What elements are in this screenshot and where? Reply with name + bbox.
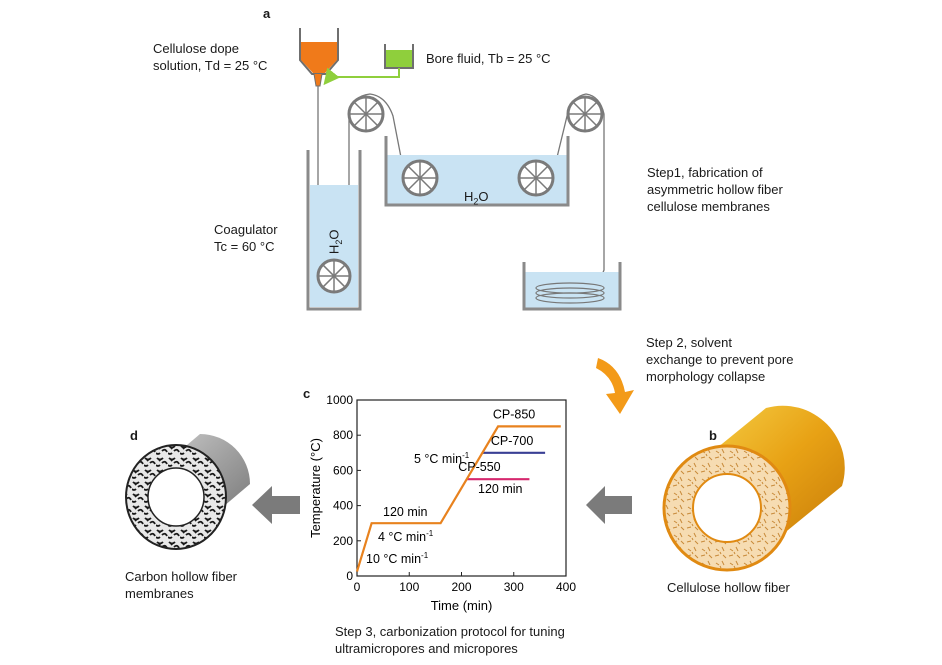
bath1-water-label: H2O [326, 229, 345, 255]
roller-wheel [401, 159, 439, 197]
roller-wheel [347, 95, 385, 133]
panel-a-label: a [263, 6, 271, 21]
carbon-fiber-drawing [125, 434, 250, 550]
arrow-fiber-to-chart [586, 486, 632, 524]
step1-label: Step1, fabrication of asymmetric hollow … [647, 165, 783, 214]
annotation-hold1: 120 min [383, 505, 428, 519]
series-label: CP-700 [491, 434, 533, 448]
step2-label: Step 2, solvent exchange to prevent pore… [646, 335, 794, 384]
bath2-water-label: H2O [464, 189, 489, 207]
y-tick-label: 600 [333, 463, 353, 477]
roller-wheel [517, 159, 555, 197]
step2-arrow [596, 358, 634, 414]
x-tick-label: 0 [354, 580, 361, 594]
panel-d-label: d [130, 428, 138, 443]
panel-c-label: c [303, 386, 311, 401]
annotation-rate1: 10 °C min-1 [366, 551, 429, 566]
x-tick-label: 400 [556, 580, 576, 594]
series-line-cp-850 [355, 425, 561, 572]
coagulator-label: Coagulator Tc = 60 °C [214, 222, 278, 254]
arrow-chart-to-carbon [252, 486, 300, 524]
collecting-bath [522, 262, 622, 311]
series-label: CP-550 [458, 460, 500, 474]
panel-b-label: b [709, 428, 717, 443]
annotation-rate2: 4 °C min-1 [378, 529, 434, 544]
chart-caption: Step 3, carbonization protocol for tunin… [335, 624, 565, 656]
dope-label: Cellulose dope solution, Td = 25 °C [153, 41, 268, 73]
cellulose-fiber-drawing [662, 405, 845, 572]
roller-wheel [566, 95, 604, 133]
x-tick-label: 100 [399, 580, 419, 594]
y-tick-label: 200 [333, 534, 353, 548]
y-tick-label: 800 [333, 428, 353, 442]
annotation-rate3: 5 °C min-1 [414, 451, 470, 466]
annotation-hold2: 120 min [478, 482, 523, 496]
carbon-fiber-label: Carbon hollow fiber membranes [125, 569, 238, 601]
bore-fluid-label: Bore fluid, Tb = 25 °C [426, 51, 551, 66]
y-tick-label: 0 [346, 569, 353, 583]
roller-wheel [316, 258, 352, 294]
x-tick-label: 300 [504, 580, 524, 594]
y-tick-label: 400 [333, 499, 353, 513]
bore-fluid-vessel [323, 44, 414, 86]
y-tick-label: 1000 [326, 393, 353, 407]
x-axis-label: Time (min) [431, 598, 493, 613]
x-tick-label: 200 [451, 580, 471, 594]
roller-wheels [316, 95, 604, 294]
series-label: CP-850 [493, 407, 535, 421]
y-axis-label: Temperature (°C) [308, 438, 323, 538]
dope-funnel [299, 28, 339, 87]
cellulose-fiber-label: Cellulose hollow fiber [667, 580, 790, 595]
